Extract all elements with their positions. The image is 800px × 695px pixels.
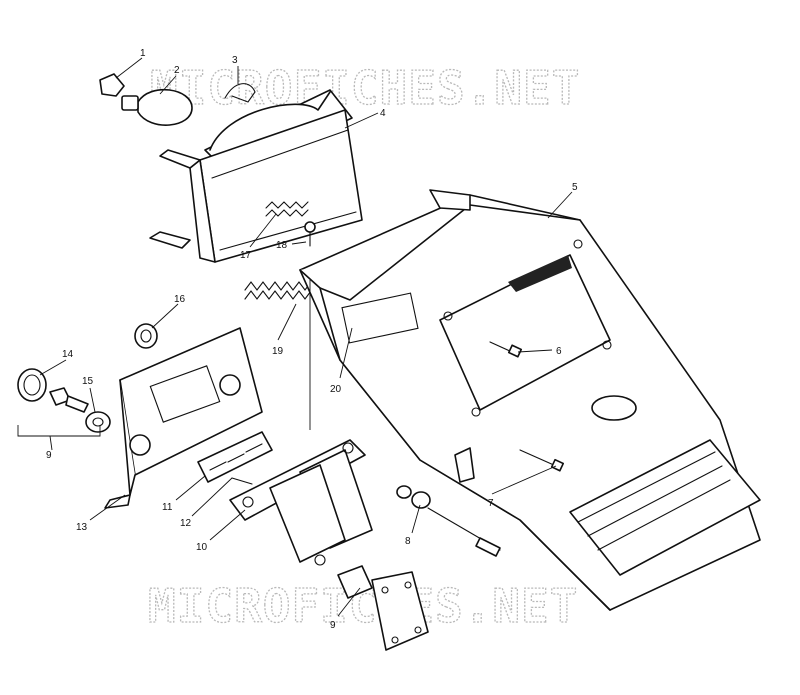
callout-10: 10 <box>196 542 208 553</box>
watermark-top: MICROFICHES.NET <box>150 61 580 115</box>
hood-body <box>299 189 761 611</box>
ignition-nut <box>85 411 111 433</box>
callout-5: 5 <box>572 182 578 193</box>
callout-16: 16 <box>174 294 186 305</box>
ignition-switch <box>337 565 429 651</box>
callout-1: 1 <box>140 48 146 59</box>
spring-clip <box>224 83 256 103</box>
screw-6 <box>489 341 523 358</box>
callout-3: 3 <box>232 55 238 66</box>
group-bracket-9 <box>17 425 101 451</box>
callout-9-bottom: 9 <box>330 620 336 631</box>
screw-7 <box>519 449 565 472</box>
callout-9-left: 9 <box>46 450 52 461</box>
ignition-key <box>49 387 89 413</box>
bulb <box>121 88 193 126</box>
switch-8 <box>396 485 501 557</box>
callout-labels: 1 2 3 4 5 6 7 8 9 9 10 11 12 13 14 15 16… <box>46 48 578 631</box>
spring-17 <box>265 201 309 217</box>
callout-12: 12 <box>180 518 192 529</box>
dash-panel <box>104 327 263 509</box>
grommet <box>134 323 158 349</box>
callout-15: 15 <box>82 376 94 387</box>
callout-4: 4 <box>380 108 386 119</box>
callout-17: 17 <box>240 250 252 261</box>
bulb-socket <box>99 73 125 97</box>
mounting-bracket <box>229 439 373 566</box>
callout-13: 13 <box>76 522 88 533</box>
callout-7: 7 <box>488 498 494 509</box>
spring-19 <box>244 281 312 300</box>
callout-14: 14 <box>62 349 74 360</box>
pin-12 <box>231 477 253 485</box>
callout-19: 19 <box>272 346 284 357</box>
ignition-bezel <box>17 368 47 402</box>
leader-lines <box>39 57 573 617</box>
callout-18: 18 <box>276 240 288 251</box>
callout-6: 6 <box>556 346 562 357</box>
callout-2: 2 <box>174 65 180 76</box>
screw-18 <box>304 221 316 247</box>
callout-11: 11 <box>162 502 173 513</box>
wiring-harness <box>197 431 273 483</box>
callout-20: 20 <box>330 384 342 395</box>
callout-8: 8 <box>405 536 411 547</box>
headlight-housing <box>149 89 363 263</box>
